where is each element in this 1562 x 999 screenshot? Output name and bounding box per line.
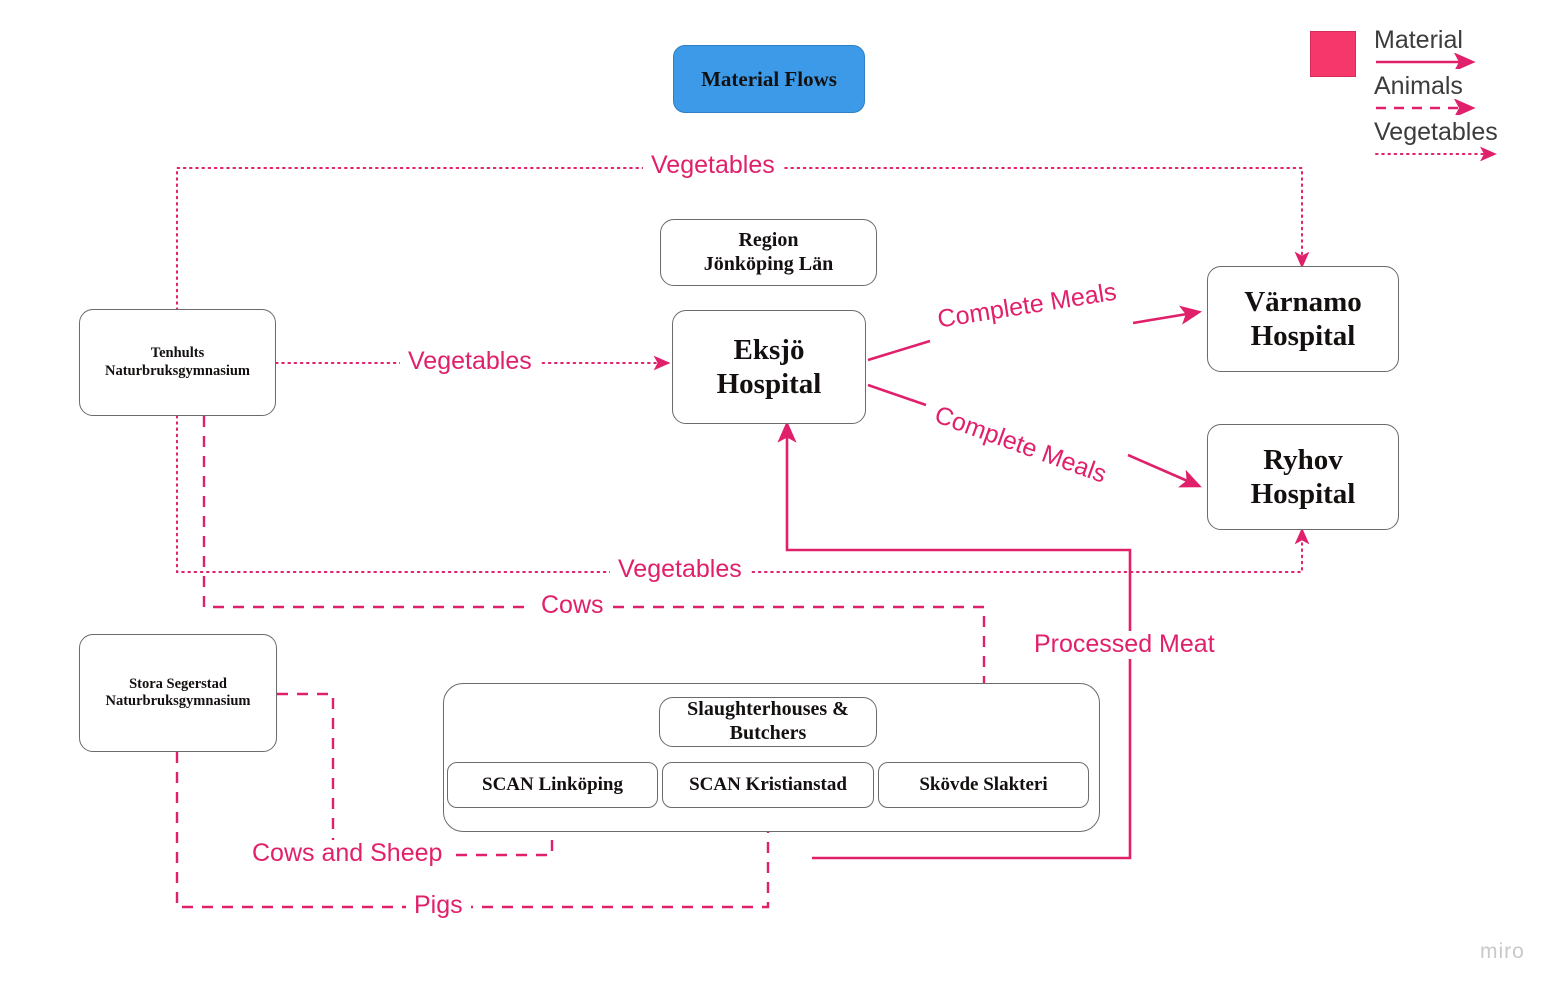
node-label: Eksjö Hospital (716, 333, 822, 400)
edge-label-cows-and-sheep: Cows and Sheep (244, 839, 451, 868)
node-skovde-slakteri[interactable]: Skövde Slakteri (878, 762, 1089, 808)
dotted-arrow-icon (1375, 146, 1497, 161)
legend-item-material: Material (1374, 28, 1484, 69)
node-eksjo-hospital[interactable]: Eksjö Hospital (672, 310, 866, 424)
node-ryhov-hospital[interactable]: Ryhov Hospital (1207, 424, 1399, 530)
edge-vegetables-tenhults-varnamo (176, 167, 1310, 311)
edge-pigs-stora-scan-kristianstad (175, 752, 777, 909)
edge-label-cows: Cows (533, 591, 612, 620)
node-region-jonkoping-lan[interactable]: Region Jönköping Län (660, 219, 877, 286)
node-varnamo-hospital[interactable]: Värnamo Hospital (1207, 266, 1399, 372)
node-stora-segerstad-naturbruksgymnasium[interactable]: Stora Segerstad Naturbruksgymnasium (79, 634, 277, 752)
miro-watermark: miro (1480, 940, 1525, 963)
title-badge: Material Flows (673, 45, 865, 113)
edge-label-vegetables-lower: Vegetables (610, 555, 750, 584)
title-label: Material Flows (701, 66, 837, 91)
edge-processed-meat-slaughterhouses-eksjo (777, 420, 1132, 860)
node-label: Slaughterhouses & Butchers (687, 698, 849, 744)
node-scan-linkoping[interactable]: SCAN Linköping (447, 762, 658, 808)
node-label: Värnamo Hospital (1244, 285, 1362, 352)
node-label: Stora Segerstad Naturbruksgymnasium (105, 675, 251, 709)
legend-color-swatch (1310, 31, 1356, 77)
node-label: Tenhults Naturbruksgymnasium (104, 345, 251, 379)
edge-complete-meals-eksjo-varnamo (867, 312, 1199, 362)
legend-label-animals: Animals (1374, 72, 1463, 100)
edge-complete-meals-eksjo-ryhov (867, 383, 1199, 486)
node-slaughterhouses-and-butchers-header[interactable]: Slaughterhouses & Butchers (659, 697, 877, 747)
edge-vegetables-tenhults-ryhov (176, 415, 1310, 573)
legend-label-material: Material (1374, 26, 1463, 54)
legend-label-vegetables: Vegetables (1374, 118, 1498, 146)
edge-cows-and-sheep-stora-scan-linkoping (277, 692, 561, 857)
legend-item-animals: Animals (1374, 74, 1484, 115)
node-label: SCAN Kristianstad (689, 773, 847, 795)
solid-arrow-icon (1376, 53, 1476, 69)
node-label: Ryhov Hospital (1250, 443, 1356, 510)
edge-label-pigs: Pigs (406, 891, 471, 920)
node-scan-kristianstad[interactable]: SCAN Kristianstad (662, 762, 874, 808)
edge-label-vegetables-middle: Vegetables (400, 347, 540, 376)
node-label: SCAN Linköping (482, 773, 623, 795)
dashed-arrow-icon (1376, 99, 1476, 115)
edge-label-processed-meat: Processed Meat (1026, 630, 1223, 659)
node-label: Region Jönköping Län (703, 228, 834, 275)
node-tenhults-naturbruksgymnasium[interactable]: Tenhults Naturbruksgymnasium (79, 309, 276, 416)
legend-item-vegetables: Vegetables (1374, 120, 1509, 161)
edge-label-vegetables-top: Vegetables (643, 151, 783, 180)
node-label: Skövde Slakteri (919, 773, 1048, 795)
